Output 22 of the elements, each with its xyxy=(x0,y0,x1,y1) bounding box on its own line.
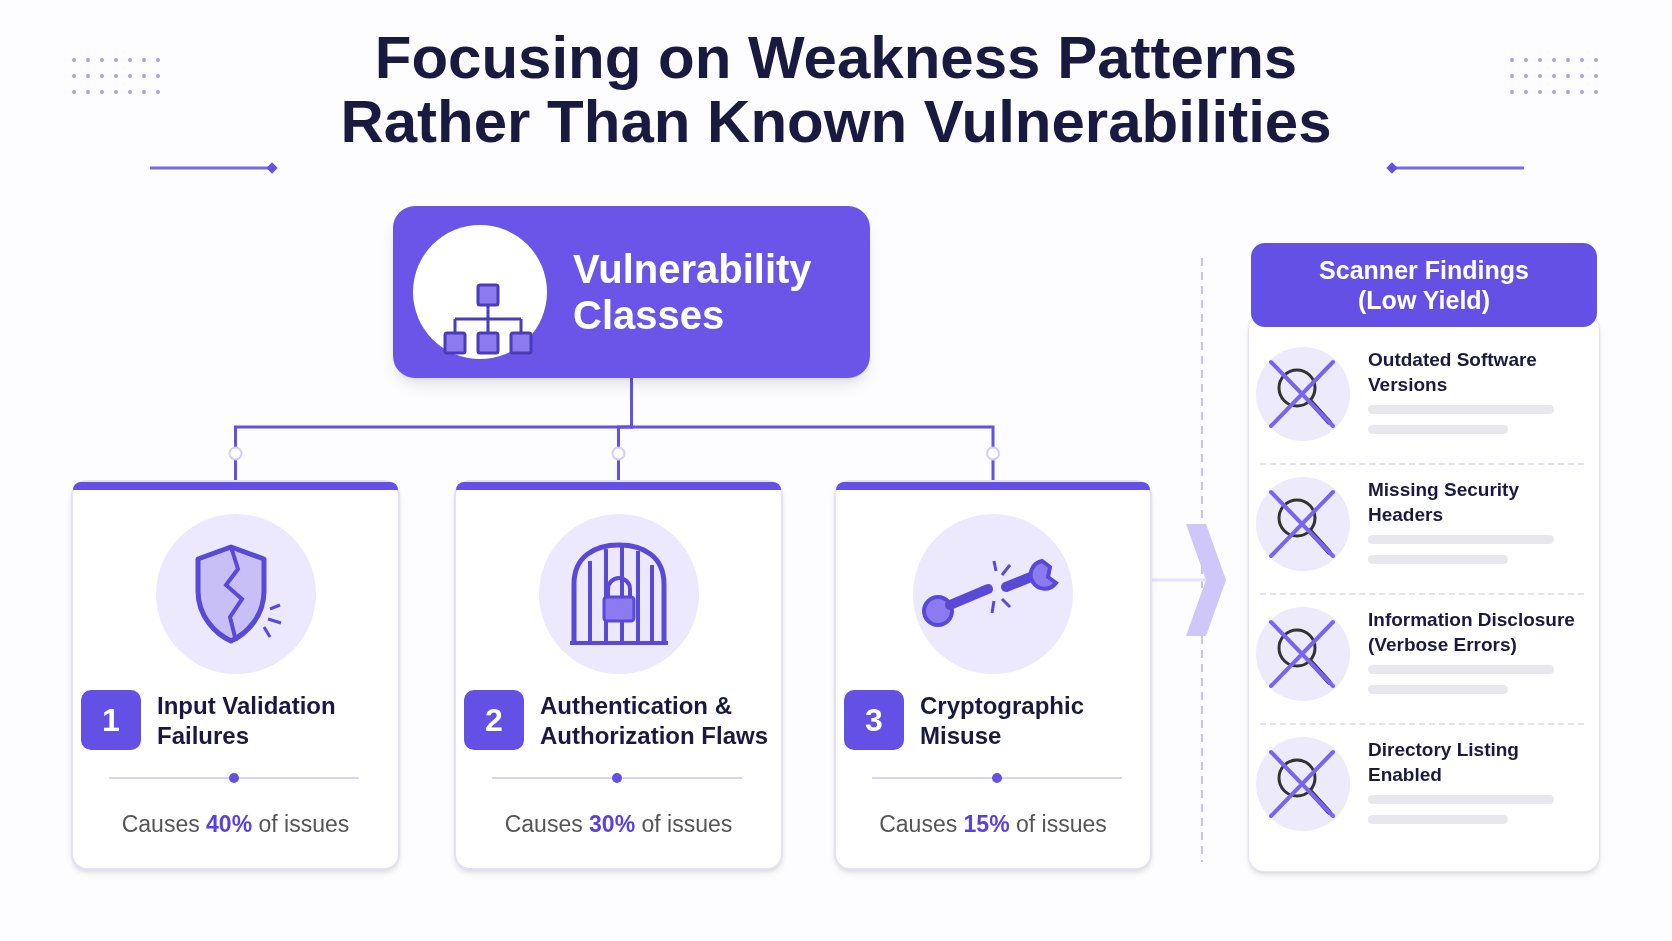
finding-text: Information Disclosure (Verbose Errors) xyxy=(1368,608,1576,657)
card-title: Input Validation Failures xyxy=(157,691,337,751)
card-title: Cryptographic Misuse xyxy=(920,691,1085,751)
class-card xyxy=(454,480,783,870)
impact-text: Causes 30% of issues xyxy=(503,810,734,839)
number-badge: 1 xyxy=(81,690,141,750)
number-badge: 2 xyxy=(464,690,524,750)
box-title: Vulnerability Classes xyxy=(573,246,813,338)
finding-text: Missing Security Headers xyxy=(1368,478,1520,527)
impact-text: Causes 15% of issues xyxy=(878,810,1108,839)
impact-text: Causes 40% of issues xyxy=(120,810,351,839)
class-card xyxy=(834,480,1152,870)
number-badge: 3 xyxy=(844,690,904,750)
category-box xyxy=(393,206,870,378)
finding-text: Outdated Software Versions xyxy=(1368,348,1538,397)
connector xyxy=(630,378,1000,480)
finding-text: Directory Listing Enabled xyxy=(1368,738,1520,787)
findings-panel xyxy=(1248,243,1600,872)
title: Focusing on Weakness Patterns Rather Than Known Vulnerabilities xyxy=(339,26,1333,154)
card-title: Authentication & Authorization Flaws xyxy=(540,691,769,751)
panel-header: Scanner Findings (Low Yield) xyxy=(1251,243,1597,327)
class-card xyxy=(71,480,400,870)
